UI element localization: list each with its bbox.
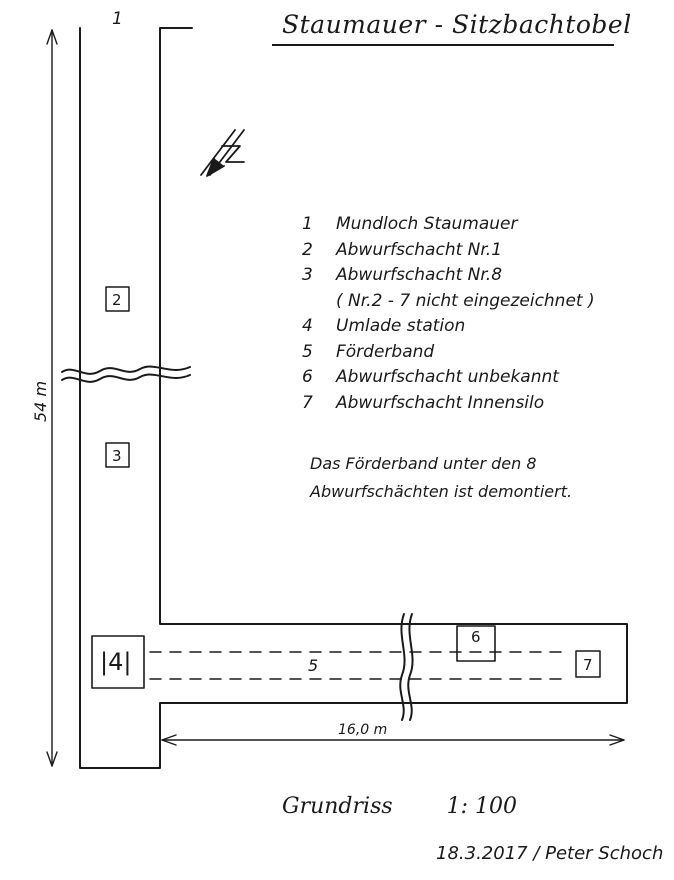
legend-number: 4 [302,316,313,336]
legend-item: 5 Förderband [302,340,595,366]
legend-text: Abwurfschacht Nr.1 [336,239,503,260]
dim-vertical-label: 54 m [31,381,50,422]
entrance-label: 1 [112,9,123,29]
legend-item: ( Nr.2 - 7 nicht eingezeichnet ) [302,289,595,315]
dim-horizontal-arrow-right [609,734,625,746]
shaft-6-box [456,625,496,662]
legend-number: 1 [302,214,313,234]
shaft-2-label: 2 [112,291,122,309]
legend-number: 5 [302,341,313,362]
legend-text: Abwurfschacht Nr.8 [336,265,503,285]
conveyor-5-label: 5 [308,656,318,675]
dim-vertical-arrow-top [46,29,58,45]
legend-item: 4 Umlade station [302,314,595,340]
shaft-7-box [575,650,601,678]
legend-number: 2 [302,239,313,260]
shaft-3-box [105,442,130,468]
scale-caption: Grundriss 1: 100 [282,794,517,819]
legend-text: Abwurfschacht unbekannt [336,367,559,387]
station-4-label: |4| [100,648,131,676]
note-line-1: Das Förderband unter den 8 [310,454,537,473]
legend-item: 2 Abwurfschacht Nr.1 [302,238,595,264]
shaft-3-label: 3 [112,447,122,465]
break-line-horizontal-a [399,613,406,721]
shaft-6-label: 6 [471,628,481,646]
legend-number: 3 [302,265,313,285]
station-4-box [91,635,145,689]
note-line-2: Abwurfschächten ist demontiert. [310,482,573,501]
legend-number: 6 [302,367,313,387]
break-line-vertical-b [61,373,191,383]
legend-text: Mundloch Staumauer [336,214,518,234]
dim-horizontal-arrow-left [161,734,177,746]
break-line-vertical-a [61,365,191,375]
shaft-2-box [105,286,130,312]
legend-item: 3 Abwurfschacht Nr.8 [302,263,595,289]
scale-ratio: 1: 100 [446,794,518,819]
break-line-horizontal-b [407,613,414,721]
date-signature: 18.3.2017 / Peter Schoch [436,843,664,864]
dim-horizontal-label: 16,0 m [338,722,387,738]
legend-item: 7 Abwurfschacht Innensilo [302,391,595,417]
legend-item: 6 Abwurfschacht unbekannt [302,365,595,391]
drawing-title: Staumauer - Sitzbachtobel [282,10,632,39]
scale-label: Grundriss [282,794,393,819]
legend-text: Abwurfschacht Innensilo [336,392,545,413]
dim-vertical-arrow-bottom [46,751,58,767]
legend-text: Förderband [336,341,435,362]
title-underline [272,44,614,46]
legend-item: 1 Mundloch Staumauer [302,212,595,238]
demolition-note: Das Förderband unter den 8 Abwurfschächt… [310,450,650,506]
legend-text: Umlade station [336,316,466,336]
legend-text: ( Nr.2 - 7 nicht eingezeichnet ) [336,290,595,311]
legend-number: 7 [302,392,313,413]
tunnel-outline [79,27,628,769]
north-arrow-icon [200,129,245,177]
shaft-7-label: 7 [583,656,593,674]
